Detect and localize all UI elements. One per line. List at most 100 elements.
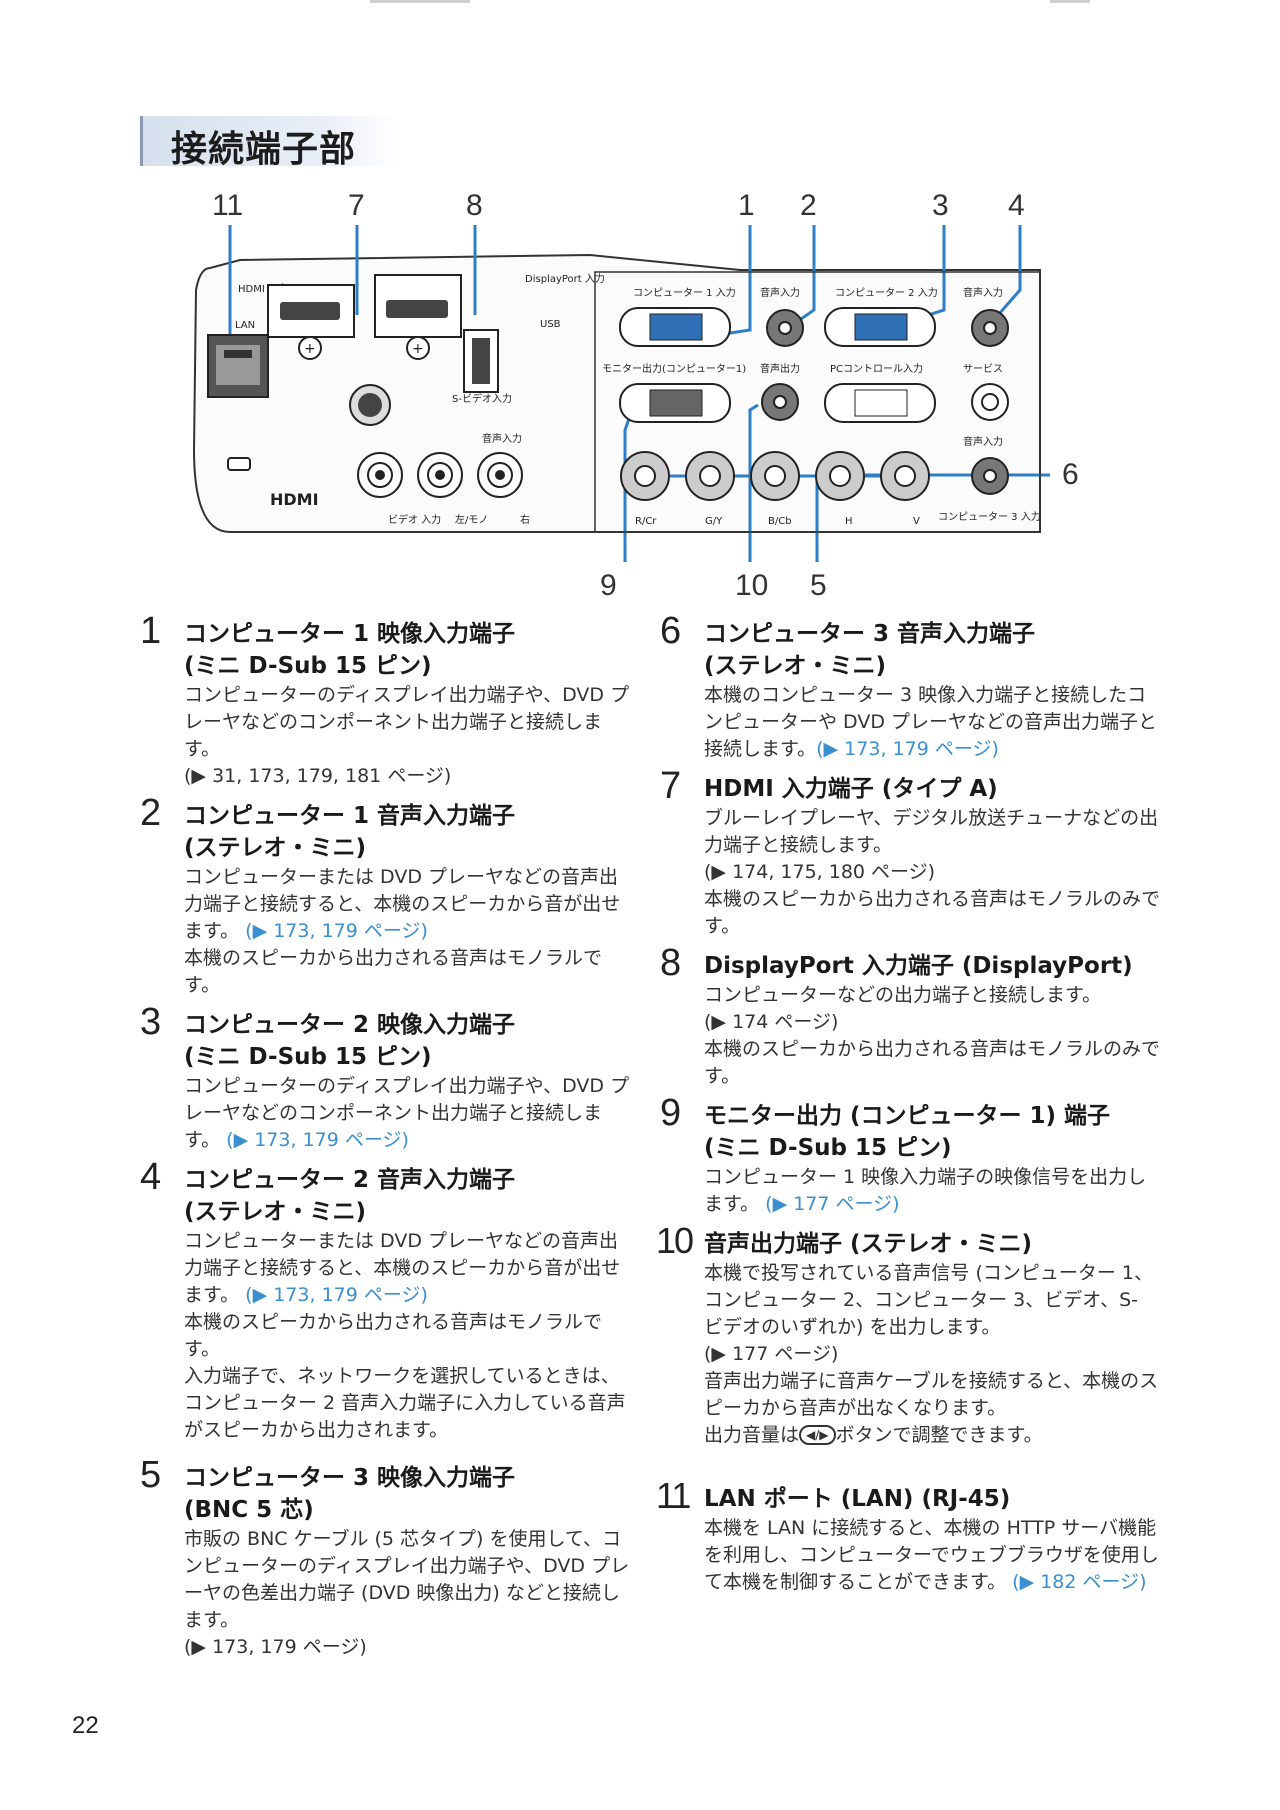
label-computer3-in: コンピューター 3 入力 <box>938 510 1041 523</box>
hdmi-logo: HDMI <box>270 490 319 509</box>
page-reference-link[interactable]: (▶ 174 ページ) <box>704 1011 839 1033</box>
description-column-right: 6 コンピューター 3 音声入力端子 (ステレオ・ミニ) 本機のコンピューター … <box>656 610 1160 1606</box>
item-subtitle: (ミニ D-Sub 15 ピン) <box>704 1135 952 1161</box>
item-description: コンピューターのディスプレイ出力端子や、DVD プレーヤなどのコンポーネント出力… <box>184 1075 630 1151</box>
item-description: 本機のコンピューター 3 映像入力端子と接続したコンピューターや DVD プレー… <box>704 684 1158 760</box>
item-title: コンピューター 1 映像入力端子 <box>184 621 516 647</box>
page-reference-link[interactable]: (▶ 31, 173, 179, 181 ページ) <box>184 765 452 787</box>
item-title: 音声出力端子 (ステレオ・ミニ) <box>704 1231 1033 1257</box>
item-title: コンピューター 1 音声入力端子 <box>184 803 516 829</box>
callout-9: 9 <box>600 569 617 600</box>
item-description: 市販の BNC ケーブル (5 芯タイプ) を使用して、コンピューターのディスプ… <box>184 1528 630 1631</box>
page-reference-link[interactable]: (▶ 173, 179 ページ) <box>184 1636 367 1658</box>
lan-port-icon <box>207 334 269 398</box>
page-reference-link[interactable]: (▶ 177 ページ) <box>765 1193 900 1215</box>
label-audio-in-c1: 音声入力 <box>760 286 800 299</box>
page-reference-link[interactable]: (▶ 173, 179 ページ) <box>245 1284 428 1306</box>
bnc-connector-icons <box>620 451 930 501</box>
label-displayport-in: DisplayPort 入力 <box>525 272 605 285</box>
item-description: コンピューターなどの出力端子と接続します。 <box>704 984 1102 1006</box>
section-title: 接続端子部 <box>171 129 357 170</box>
item-4: 4 コンピューター 2 音声入力端子 (ステレオ・ミニ) コンピューターまたは … <box>140 1156 630 1444</box>
usb-port-icon <box>463 329 499 393</box>
item-note: 音声出力端子に音声ケーブルを接続すると、本機のスピーカから音声が出なくなります。 <box>704 1370 1159 1419</box>
callout-6: 6 <box>1062 458 1079 491</box>
right-connector-block <box>594 271 1041 533</box>
item-title: DisplayPort 入力端子 (DisplayPort) <box>704 953 1133 979</box>
audio-jack-icons <box>761 309 1009 495</box>
item-note-2: 入力端子で、ネットワークを選択しているときは、コンピューター 2 音声入力端子に… <box>184 1365 626 1441</box>
label-usb: USB <box>540 319 561 330</box>
volume-note-text-2: ボタンで調整できます。 <box>835 1424 1043 1446</box>
item-number: 2 <box>140 792 162 834</box>
item-description: 本機で投写されている音声信号 (コンピューター 1、コンピューター 2、コンピュ… <box>704 1262 1154 1338</box>
item-description: コンピューターのディスプレイ出力端子や、DVD プレーヤなどのコンポーネント出力… <box>184 684 630 760</box>
item-3: 3 コンピューター 2 映像入力端子 (ミニ D-Sub 15 ピン) コンピュ… <box>140 1001 630 1154</box>
top-edge-mark-2 <box>1050 0 1090 3</box>
item-title: モニター出力 (コンピューター 1) 端子 <box>704 1103 1111 1129</box>
item-title: HDMI 入力端子 (タイプ A) <box>704 776 998 802</box>
item-note: 本機のスピーカから出力される音声はモノラルです。 <box>184 947 603 996</box>
item-5: 5 コンピューター 3 映像入力端子 (BNC 5 芯) 市販の BNC ケーブ… <box>140 1454 630 1661</box>
section-title-box: 接続端子部 <box>140 116 398 170</box>
item-title: コンピューター 2 映像入力端子 <box>184 1012 516 1038</box>
label-s-video-in: S-ビデオ入力 <box>452 392 512 405</box>
page-reference-link[interactable]: (▶ 173, 179 ページ) <box>245 920 428 942</box>
item-title: コンピューター 3 音声入力端子 <box>704 621 1036 647</box>
label-audio-in-c2: 音声入力 <box>963 286 1003 299</box>
item-number: 9 <box>660 1092 682 1134</box>
item-10: 10 音声出力端子 (ステレオ・ミニ) 本機で投写されている音声信号 (コンピュ… <box>656 1220 1160 1449</box>
label-bnc-rcr: R/Cr <box>635 516 657 527</box>
label-bnc-v: V <box>913 516 920 527</box>
page-reference-link[interactable]: (▶ 177 ページ) <box>704 1343 839 1365</box>
callout-7: 7 <box>348 189 365 222</box>
item-9: 9 モニター出力 (コンピューター 1) 端子 (ミニ D-Sub 15 ピン)… <box>660 1092 1160 1218</box>
item-description: コンピューターまたは DVD プレーヤなどの音声出力端子と接続すると、本機のスピ… <box>184 1230 621 1306</box>
item-number: 8 <box>660 942 682 984</box>
s-video-port-icon <box>349 384 391 426</box>
label-pc-control-in: PCコントロール入力 <box>830 362 923 375</box>
item-description: ブルーレイプレーヤ、デジタル放送チューナなどの出力端子と接続します。 <box>704 807 1159 856</box>
item-number: 11 <box>656 1475 691 1516</box>
label-video-in: ビデオ 入力 <box>388 513 441 526</box>
item-title: コンピューター 3 映像入力端子 <box>184 1465 516 1491</box>
item-number: 10 <box>656 1220 694 1261</box>
label-bnc-h: H <box>845 516 853 527</box>
connector-panel-diagram: 11 7 8 1 2 3 4 6 9 10 5 HDMI 入力 DisplayP… <box>192 189 1079 600</box>
service-port-icon <box>971 383 1009 421</box>
item-8: 8 DisplayPort 入力端子 (DisplayPort) コンピューター… <box>660 942 1160 1090</box>
item-2: 2 コンピューター 1 音声入力端子 (ステレオ・ミニ) コンピューターまたは … <box>140 792 630 999</box>
item-subtitle: (BNC 5 芯) <box>184 1497 314 1523</box>
page-reference-link[interactable]: (▶ 174, 175, 180 ページ) <box>704 861 936 883</box>
page-reference-link[interactable]: (▶ 182 ページ) <box>1012 1571 1147 1593</box>
label-monitor-out: モニター出力(コンピューター1) <box>602 362 746 375</box>
page-reference-link[interactable]: (▶ 173, 179 ページ) <box>816 738 999 760</box>
label-bnc-gy: G/Y <box>705 516 723 527</box>
callout-11: 11 <box>212 189 243 222</box>
callout-10: 10 <box>735 569 768 600</box>
item-number: 5 <box>140 1454 162 1496</box>
label-right: 右 <box>520 513 530 526</box>
hdmi-port-icon: + <box>267 284 355 360</box>
item-11: 11 LAN ポート (LAN) (RJ-45) 本機を LAN に接続すると、… <box>656 1475 1160 1596</box>
callout-3: 3 <box>932 189 949 222</box>
rca-jacks <box>357 452 523 498</box>
item-description: コンピューターまたは DVD プレーヤなどの音声出力端子と接続すると、本機のスピ… <box>184 866 621 942</box>
callout-4: 4 <box>1008 189 1025 222</box>
displayport-port-icon: + <box>374 274 462 360</box>
label-audio-in-c3: 音声入力 <box>963 435 1003 448</box>
pc-control-port-icon <box>824 383 936 423</box>
label-lan: LAN <box>235 320 255 331</box>
lock-icon <box>227 457 251 471</box>
item-volume-note: 出力音量は◀/▶ボタンで調整できます。 <box>704 1422 1160 1449</box>
item-7: 7 HDMI 入力端子 (タイプ A) ブルーレイプレーヤ、デジタル放送チューナ… <box>660 765 1160 940</box>
item-number: 4 <box>140 1156 162 1198</box>
top-edge-mark <box>370 0 470 3</box>
page-number: 22 <box>72 1712 99 1739</box>
item-1: 1 コンピューター 1 映像入力端子 (ミニ D-Sub 15 ピン) コンピュ… <box>140 610 630 790</box>
page-reference-link[interactable]: (▶ 173, 179 ページ) <box>226 1129 409 1151</box>
item-description: 本機を LAN に接続すると、本機の HTTP サーバ機能を利用し、コンピュータ… <box>704 1517 1159 1593</box>
item-number: 1 <box>140 610 162 652</box>
item-6: 6 コンピューター 3 音声入力端子 (ステレオ・ミニ) 本機のコンピューター … <box>660 610 1160 763</box>
item-subtitle: (ミニ D-Sub 15 ピン) <box>184 653 432 679</box>
